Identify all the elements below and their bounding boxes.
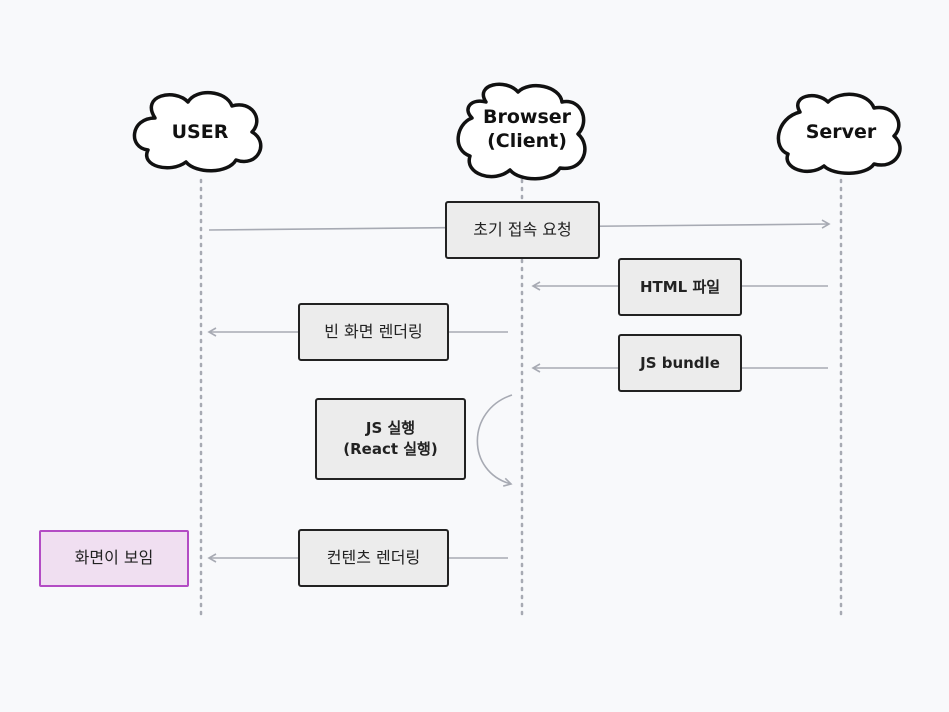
browser-cloud-shape [456, 82, 587, 181]
content-render-box: 컨텐츠 렌더링 [298, 529, 449, 587]
user-cloud-shape [132, 91, 263, 173]
html-file-box: HTML 파일 [618, 258, 742, 316]
js-bundle-box: JS bundle [618, 334, 742, 392]
server-cloud-shape [776, 92, 902, 175]
user-actor-label: USER [171, 121, 229, 143]
browser-actor-label: Browser (Client) [482, 106, 572, 152]
screen-visible-box: 화면이 보임 [39, 530, 189, 587]
blank-render-box: 빈 화면 렌더링 [298, 303, 449, 361]
js-exec-box: JS 실행 (React 실행) [315, 398, 466, 480]
initial-request-box: 초기 접속 요청 [445, 201, 600, 259]
js-exec-self-arrow [476, 394, 513, 487]
server-actor-label: Server [805, 121, 877, 143]
